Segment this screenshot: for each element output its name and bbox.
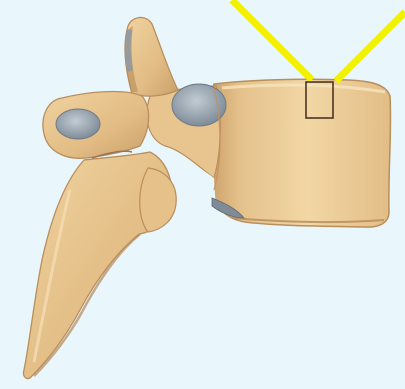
- vertebral-body: [206, 79, 390, 227]
- transverse-facet: [56, 109, 100, 139]
- pointer-line-right: [336, 12, 405, 81]
- inferior-articular-process: [140, 168, 176, 232]
- pointer-line-left: [232, 0, 312, 80]
